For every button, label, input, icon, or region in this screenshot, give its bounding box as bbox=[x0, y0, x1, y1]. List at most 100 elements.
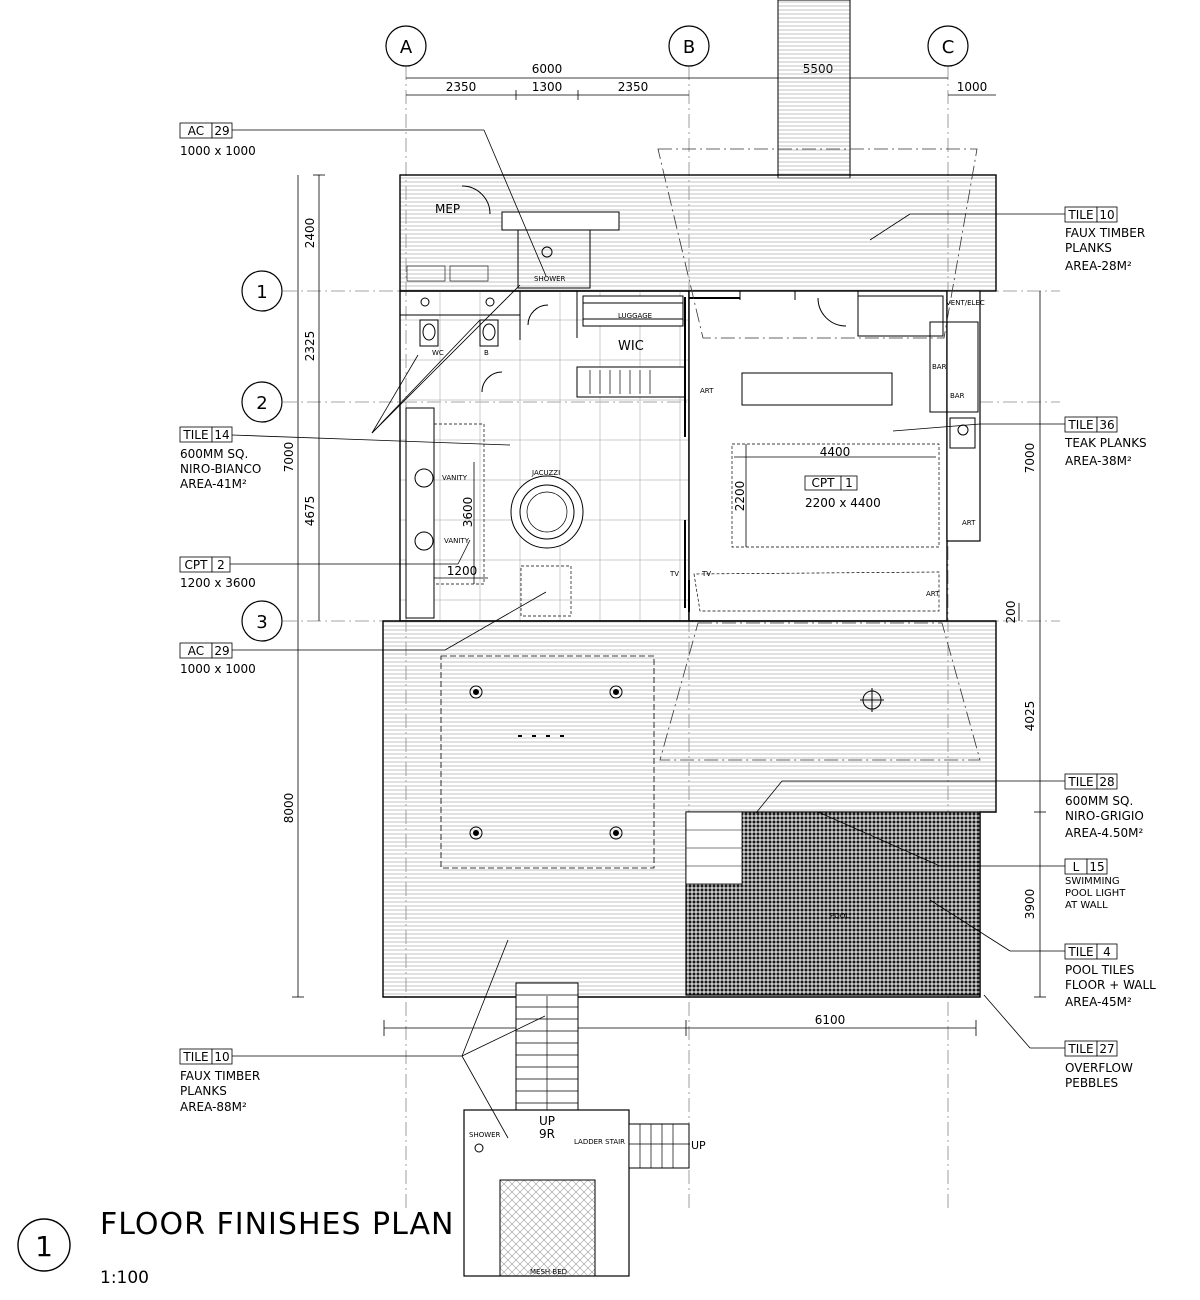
svg-text:14: 14 bbox=[214, 428, 229, 442]
drawing-scale: 1:100 bbox=[100, 1268, 149, 1288]
tag-tile-36: TILE 36 TEAK PLANKS AREA-38M² bbox=[1064, 416, 1147, 468]
svg-text:VANITY: VANITY bbox=[442, 474, 468, 482]
svg-text:1300: 1300 bbox=[532, 80, 563, 94]
upper-deck bbox=[399, 174, 997, 292]
tag-tile-10-deck: TILE 10 FAUX TIMBER PLANKS AREA-88M² bbox=[179, 1048, 260, 1114]
tag-ac-29-lower: AC 29 1000 x 1000 bbox=[179, 642, 256, 676]
svg-text:3: 3 bbox=[256, 612, 267, 633]
svg-text:TILE: TILE bbox=[1067, 418, 1093, 432]
svg-text:2200: 2200 bbox=[733, 481, 747, 512]
svg-text:600MM SQ.: 600MM SQ. bbox=[1065, 794, 1133, 808]
svg-text:8000: 8000 bbox=[282, 793, 296, 824]
svg-text:AREA-4.50M²: AREA-4.50M² bbox=[1065, 826, 1143, 840]
svg-text:ART: ART bbox=[700, 387, 714, 395]
svg-text:B: B bbox=[683, 37, 695, 58]
bathroom-floor bbox=[399, 290, 690, 622]
svg-text:1200 x 3600: 1200 x 3600 bbox=[180, 576, 256, 590]
svg-text:POOL LIGHT: POOL LIGHT bbox=[1065, 888, 1126, 899]
tag-ac-29-upper: AC 29 1000 x 1000 bbox=[179, 122, 256, 158]
svg-text:A: A bbox=[400, 37, 413, 58]
svg-text:2: 2 bbox=[256, 393, 267, 414]
svg-text:AC: AC bbox=[188, 644, 204, 658]
tag-tile-14: TILE 14 600MM SQ. NIRO-BIANCO AREA-41M² bbox=[179, 426, 261, 491]
svg-text:1000 x 1000: 1000 x 1000 bbox=[180, 144, 256, 158]
svg-text:UP: UP bbox=[539, 1114, 555, 1128]
svg-text:10: 10 bbox=[1099, 208, 1114, 222]
svg-text:4: 4 bbox=[1103, 945, 1111, 959]
tag-l-15: L 15 SWIMMING POOL LIGHT AT WALL bbox=[1064, 858, 1126, 911]
svg-text:29: 29 bbox=[214, 124, 229, 138]
svg-text:TV: TV bbox=[669, 570, 679, 578]
svg-text:6000: 6000 bbox=[532, 62, 563, 76]
tag-tile-27: TILE 27 OVERFLOW PEBBLES bbox=[1064, 1040, 1133, 1090]
svg-text:WIC: WIC bbox=[618, 339, 644, 354]
svg-text:4025: 4025 bbox=[1023, 701, 1037, 732]
cpt-1-tag: CPT 1 2200 x 4400 bbox=[804, 475, 881, 510]
svg-text:1: 1 bbox=[845, 476, 853, 490]
svg-text:AT WALL: AT WALL bbox=[1065, 900, 1108, 911]
svg-text:SWIMMING: SWIMMING bbox=[1065, 876, 1120, 887]
svg-text:1000: 1000 bbox=[957, 80, 988, 94]
svg-text:TILE: TILE bbox=[182, 428, 208, 442]
svg-text:AREA-45M²: AREA-45M² bbox=[1065, 995, 1132, 1009]
svg-text:3900: 3900 bbox=[1023, 889, 1037, 920]
svg-text:3600: 3600 bbox=[461, 497, 475, 528]
svg-text:2200 x 4400: 2200 x 4400 bbox=[805, 496, 881, 510]
svg-text:9R: 9R bbox=[539, 1127, 555, 1141]
svg-text:FLOOR + WALL: FLOOR + WALL bbox=[1065, 978, 1156, 992]
tag-tile-10-upper: TILE 10 FAUX TIMBER PLANKS AREA-28M² bbox=[1064, 206, 1145, 273]
svg-text:BAR: BAR bbox=[950, 392, 965, 400]
svg-text:MEP: MEP bbox=[435, 202, 460, 216]
svg-text:UP: UP bbox=[691, 1139, 706, 1152]
svg-text:TILE: TILE bbox=[1067, 945, 1093, 959]
svg-text:JACUZZI: JACUZZI bbox=[531, 469, 560, 477]
svg-text:AREA-38M²: AREA-38M² bbox=[1065, 454, 1132, 468]
svg-text:27: 27 bbox=[1099, 1042, 1114, 1056]
svg-text:FAUX TIMBER: FAUX TIMBER bbox=[1065, 226, 1145, 240]
svg-text:TEAK PLANKS: TEAK PLANKS bbox=[1064, 436, 1147, 450]
svg-text:2: 2 bbox=[217, 558, 225, 572]
svg-text:CPT: CPT bbox=[185, 558, 209, 572]
svg-text:PLANKS: PLANKS bbox=[1065, 241, 1112, 255]
svg-text:2400: 2400 bbox=[303, 218, 317, 249]
drawing-number: 1 bbox=[35, 1230, 53, 1263]
svg-text:OVERFLOW: OVERFLOW bbox=[1065, 1061, 1133, 1075]
svg-text:TV: TV bbox=[701, 570, 711, 578]
svg-text:POOL TILES: POOL TILES bbox=[1065, 963, 1134, 977]
svg-text:2325: 2325 bbox=[303, 331, 317, 362]
interior-details bbox=[400, 148, 981, 1277]
svg-text:LADDER STAIR: LADDER STAIR bbox=[574, 1138, 625, 1146]
tag-tile-4: TILE 4 POOL TILES FLOOR + WALL AREA-45M² bbox=[1064, 943, 1156, 1009]
svg-text:10: 10 bbox=[214, 1050, 229, 1064]
svg-text:B: B bbox=[484, 349, 489, 357]
internal-dimensions: 4400 2200 3600 1200 bbox=[434, 444, 936, 584]
svg-text:TILE: TILE bbox=[1067, 208, 1093, 222]
tag-cpt-2: CPT 2 1200 x 3600 bbox=[179, 556, 256, 590]
svg-text:VANITY: VANITY bbox=[444, 537, 470, 545]
svg-text:2350: 2350 bbox=[618, 80, 649, 94]
north-walkway bbox=[777, 0, 851, 179]
grid-bubble-a: A bbox=[385, 25, 427, 67]
svg-text:FAUX TIMBER: FAUX TIMBER bbox=[180, 1069, 260, 1083]
svg-text:TILE: TILE bbox=[1067, 775, 1093, 789]
tag-tile-28: TILE 28 600MM SQ. NIRO-GRIGIO AREA-4.50M… bbox=[1064, 773, 1144, 840]
svg-text:6100: 6100 bbox=[815, 1013, 846, 1027]
service-strip bbox=[946, 290, 981, 542]
svg-text:1: 1 bbox=[256, 282, 267, 303]
svg-text:ART: ART bbox=[926, 590, 940, 598]
svg-text:4400: 4400 bbox=[820, 445, 851, 459]
leader-lines bbox=[230, 129, 1065, 1139]
svg-text:MESH BED: MESH BED bbox=[530, 1268, 567, 1276]
svg-text:2350: 2350 bbox=[446, 80, 477, 94]
svg-text:L: L bbox=[1073, 860, 1080, 874]
grid-bubble-2: 2 bbox=[241, 381, 283, 423]
svg-text:WC: WC bbox=[432, 349, 444, 357]
svg-text:4675: 4675 bbox=[303, 496, 317, 527]
grid-bubble-3: 3 bbox=[241, 600, 283, 642]
svg-text:TILE: TILE bbox=[182, 1050, 208, 1064]
svg-text:POOL: POOL bbox=[830, 912, 849, 920]
drawing-title-block: 1 FLOOR FINISHES PLAN 1:100 bbox=[17, 1207, 454, 1288]
svg-text:AC: AC bbox=[188, 124, 204, 138]
dimension-lines bbox=[292, 77, 1046, 1036]
